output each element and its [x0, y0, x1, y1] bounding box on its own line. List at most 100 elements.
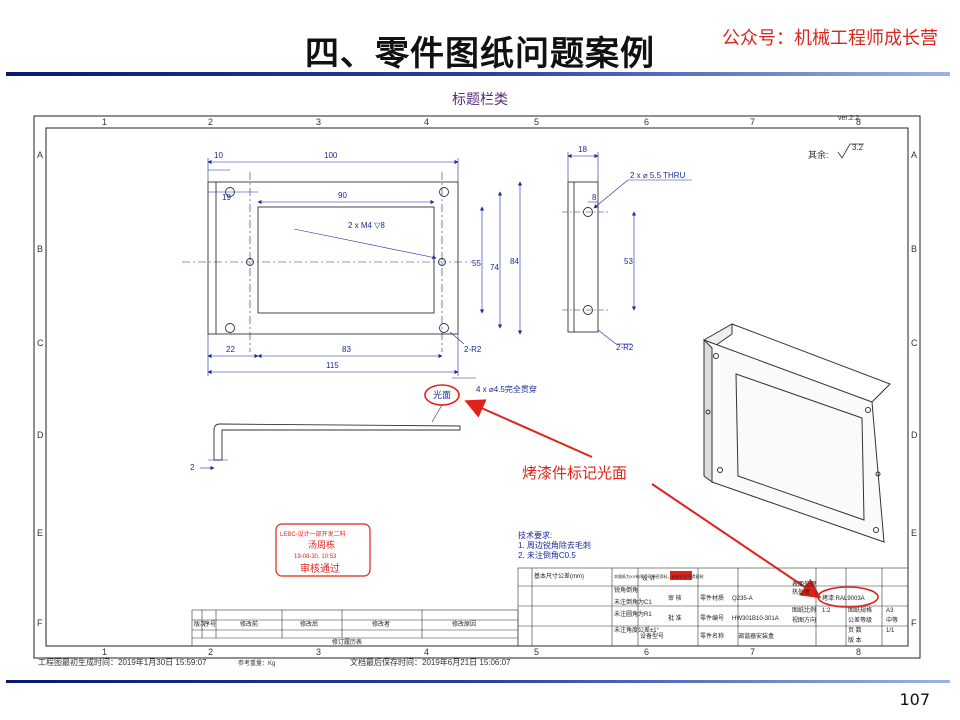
- tb-rev-header: 修改后: [300, 620, 318, 628]
- frame-row-label: F: [37, 618, 43, 628]
- dim-100: 100: [324, 151, 338, 160]
- wechat-account-label: 公众号：机械工程师成长营: [722, 28, 938, 49]
- frame-row-label: D: [911, 430, 918, 440]
- tb-note: 未注角度公差±1°: [614, 626, 660, 634]
- footer-saved: 文档最后保存时间：2019年6月21日 15:06:07: [350, 657, 511, 667]
- footer-created: 工程图最初生成时间：2019年1月30日 15:59:07: [38, 657, 207, 667]
- tb-pages-label: 页 数: [848, 626, 862, 634]
- dim-19: 19: [222, 193, 231, 202]
- frame-row-label: A: [37, 150, 43, 160]
- red-arrow-to-surface: [464, 399, 593, 458]
- tb-partno: HW301B10-301A: [732, 616, 779, 622]
- roughness-value: 3.2: [852, 143, 864, 152]
- tb-pages: 1/1: [886, 628, 895, 634]
- tb-note: 未注圆角为R1: [614, 610, 652, 618]
- tech-item: 2. 未注倒角C0.5: [518, 550, 576, 560]
- version-mark: ver.2.2: [838, 115, 859, 122]
- dim-2: 2: [190, 463, 195, 472]
- frame-row-label: C: [37, 338, 44, 348]
- drawing-footer: 工程图最初生成时间：2019年1月30日 15:59:07 参考重量：Kg 文档…: [38, 657, 511, 667]
- tb-size: A3: [886, 608, 894, 614]
- tb-view-label: 视图方向: [792, 616, 816, 624]
- tb-scale: 1:2: [822, 608, 831, 614]
- title-block: [191, 567, 909, 647]
- tb-rev-header: 序号: [204, 620, 216, 628]
- tb-size-label: 图纸规格: [848, 606, 872, 614]
- frame-col-label: 5: [534, 117, 539, 127]
- tb-note: 未注倒角为C1: [614, 598, 652, 606]
- frame-row-label: B: [911, 244, 917, 254]
- tb-material-label: 零件材质: [700, 594, 724, 602]
- frame-col-label: 5: [534, 647, 539, 657]
- stamp-name: 汤周栋: [308, 539, 335, 550]
- tb-rev-header: 版次: [194, 620, 206, 628]
- dim-tap: 2 x M4 ▽8: [348, 221, 385, 230]
- frame-row-labels-right: A B C D E F: [911, 150, 918, 628]
- bottom-view: [208, 423, 461, 461]
- frame-row-label: A: [911, 150, 917, 160]
- dim-90: 90: [338, 191, 347, 200]
- footer-rule: [6, 680, 950, 683]
- frame-col-label: 3: [316, 647, 321, 657]
- frame-col-label: 2: [208, 647, 213, 657]
- dim-115: 115: [326, 361, 339, 370]
- tb-rev-header: 修改前: [240, 620, 258, 628]
- tb-surface-treatment: 烤漆:RAL9003A: [822, 594, 865, 602]
- surface-leader: [431, 404, 443, 423]
- isometric-view: [703, 323, 891, 543]
- stamp-date: 19-08-30, 10:53: [294, 554, 337, 560]
- dim-22: 22: [226, 345, 235, 354]
- frame-col-label: 1: [102, 647, 107, 657]
- frame-col-label: 2: [208, 117, 213, 127]
- tb-company-note: 本图纸为XX有限公司机密资料，未经许可不得复制: [614, 573, 703, 579]
- tb-edition-label: 版 本: [848, 636, 862, 644]
- dim-thru: 2 x ⌀ 5.5 THRU: [630, 171, 686, 180]
- dim-83: 83: [342, 345, 351, 354]
- side-view-dimensions: [567, 152, 692, 345]
- frame-row-label: B: [37, 244, 43, 254]
- frame-col-label: 8: [856, 117, 861, 127]
- frame-row-label: F: [911, 618, 917, 628]
- header-rule: [6, 72, 950, 76]
- dim-r2: 2-R2: [464, 345, 482, 354]
- footer-weight: 参考重量：Kg: [238, 659, 275, 667]
- tb-partname: 调谐器安装盒: [738, 632, 774, 640]
- page-number: 107: [899, 690, 930, 709]
- red-arrow-to-title-block: [651, 483, 822, 599]
- red-annotation: 烤漆件标记光面: [522, 465, 627, 482]
- tb-design: 设 计: [642, 574, 656, 582]
- tb-heat-label: 热处理: [792, 588, 810, 596]
- engineering-drawing: 1 2 3 4 5 6 7 8 1 2 3 4 5 6 7 8 A B C D …: [33, 115, 921, 667]
- side-view-dimension-text: 18 8 2 x ⌀ 5.5 THRU 53 2-R2: [578, 145, 686, 352]
- dim-holes: 4 x ⌀4.5完全贯穿: [476, 384, 537, 394]
- frame-col-label: 6: [644, 117, 649, 127]
- tech-item: 1. 周边锐角除去毛刺: [518, 540, 591, 550]
- front-view-dimension-text: 10 100 19 90 2 x M4 ▽8 55 74 84 22 83 11…: [214, 151, 537, 394]
- dim-74: 74: [490, 263, 499, 272]
- tb-tol: 中等: [886, 616, 898, 624]
- frame-row-label: C: [911, 338, 918, 348]
- frame-row-label: E: [37, 528, 43, 538]
- tech-title: 技术要求:: [518, 530, 552, 540]
- redacted-designer: [670, 571, 692, 580]
- dim-55: 55: [472, 259, 481, 268]
- stamp-status: 审核通过: [300, 562, 340, 575]
- dim-8: 8: [592, 193, 597, 202]
- other-roughness-label: 其余:: [808, 149, 829, 160]
- frame-col-label: 8: [856, 647, 861, 657]
- tb-std-tol: 基本尺寸公差(mm): [534, 572, 584, 580]
- frame-col-label: 6: [644, 647, 649, 657]
- dim-r2-side: 2-R2: [616, 343, 634, 352]
- tb-partno-label: 零件编号: [700, 614, 724, 622]
- roughness-symbol: [837, 143, 864, 159]
- tb-rev-header: 修改原因: [452, 620, 476, 628]
- stamp-line1: LEBC-设计一部开发二科: [280, 530, 346, 538]
- frame-column-labels-bottom: 1 2 3 4 5 6 7 8: [102, 647, 861, 657]
- side-view: [562, 181, 608, 333]
- tb-tol-label: 公差等级: [848, 616, 872, 624]
- tb-surface-label: 表面处理: [792, 580, 816, 588]
- dim-10: 10: [214, 151, 223, 160]
- frame-col-label: 1: [102, 117, 107, 127]
- dim-84: 84: [510, 257, 519, 266]
- tb-rev-record: 修订履历表: [332, 638, 362, 646]
